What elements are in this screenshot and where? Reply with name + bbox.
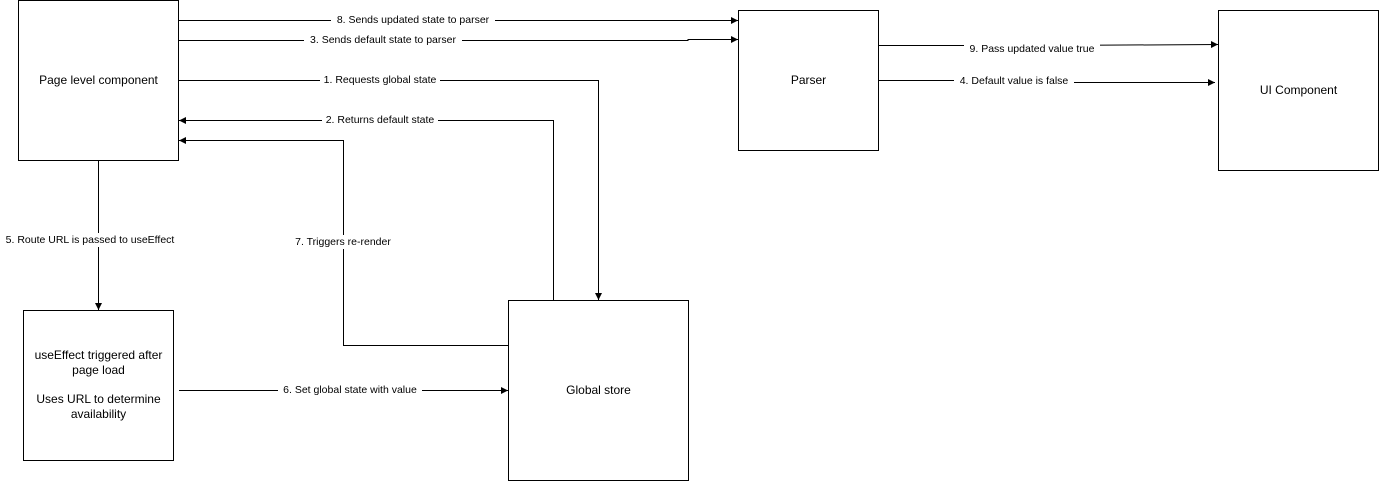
node-page-level-component: Page level component <box>18 0 179 161</box>
edge-5-route-url-passed: 5. Route URL is passed to useEffect <box>2 161 180 310</box>
edge-3-label: 3. Sends default state to parser <box>310 34 456 46</box>
node-use-effect-line-3: Uses URL to determine <box>36 392 161 406</box>
edge-9-label: 9. Pass updated value true <box>970 43 1095 55</box>
node-ui-component: UI Component <box>1218 10 1379 171</box>
node-use-effect: useEffect triggered after page load Uses… <box>23 310 174 461</box>
edge-2-returns-default-state: 2. Returns default state <box>179 113 554 300</box>
edge-1-label: 1. Requests global state <box>324 74 437 86</box>
node-global-store: Global store <box>508 300 689 481</box>
node-use-effect-line-2: page load <box>72 363 125 377</box>
node-use-effect-line-4: availability <box>71 407 126 421</box>
node-global-store-label: Global store <box>566 383 631 397</box>
node-ui-component-label: UI Component <box>1260 83 1338 97</box>
edge-6-set-global-state: 6. Set global state with value <box>179 383 508 397</box>
edge-7-triggers-re-render: 7. Triggers re-render <box>179 137 508 346</box>
edge-6-label: 6. Set global state with value <box>283 384 417 396</box>
edge-1-requests-global-state: 1. Requests global state <box>179 73 602 300</box>
node-use-effect-line-1: useEffect triggered after <box>35 348 163 362</box>
edge-4-default-value-false: 4. Default value is false <box>879 74 1215 88</box>
node-page-level-component-label: Page level component <box>39 73 158 87</box>
edge-9-pass-updated-value: 9. Pass updated value true <box>879 41 1219 56</box>
edge-4-label: 4. Default value is false <box>960 75 1069 87</box>
edge-3-sends-default-state: 3. Sends default state to parser <box>179 33 738 47</box>
node-parser: Parser <box>738 10 879 151</box>
edge-5-label: 5. Route URL is passed to useEffect <box>6 234 175 246</box>
edge-7-label: 7. Triggers re-render <box>295 236 391 248</box>
edge-8-sends-updated-state: 8. Sends updated state to parser <box>179 13 738 27</box>
node-parser-label: Parser <box>791 73 826 87</box>
edge-2-label: 2. Returns default state <box>326 114 435 126</box>
edge-8-label: 8. Sends updated state to parser <box>337 14 490 26</box>
